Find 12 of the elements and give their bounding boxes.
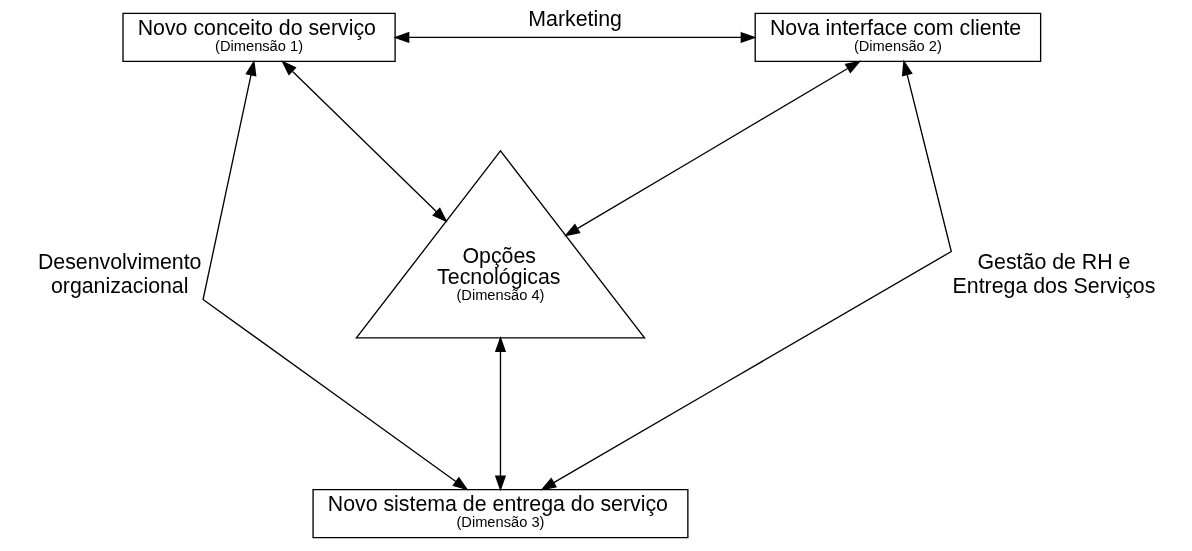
arrow [494, 336, 506, 492]
arrow [539, 59, 952, 491]
arrow [563, 60, 861, 237]
node-box: Novo sistema de entrega do serviço (Dimensão 3) [311, 488, 689, 539]
edge-label: Marketing [527, 7, 622, 32]
edge-label: Gestão de RH e Entrega dos Serviços [952, 249, 1155, 298]
node-box: Nova interface com cliente (Dimensão 2) [754, 12, 1041, 63]
node-box: Novo conceito do serviço (Dimensão 1) [121, 12, 396, 63]
edge-label: Desenvolvimento organizacional [37, 249, 201, 298]
arrow [392, 31, 757, 44]
arrow [280, 60, 448, 223]
arrow [201, 59, 469, 491]
